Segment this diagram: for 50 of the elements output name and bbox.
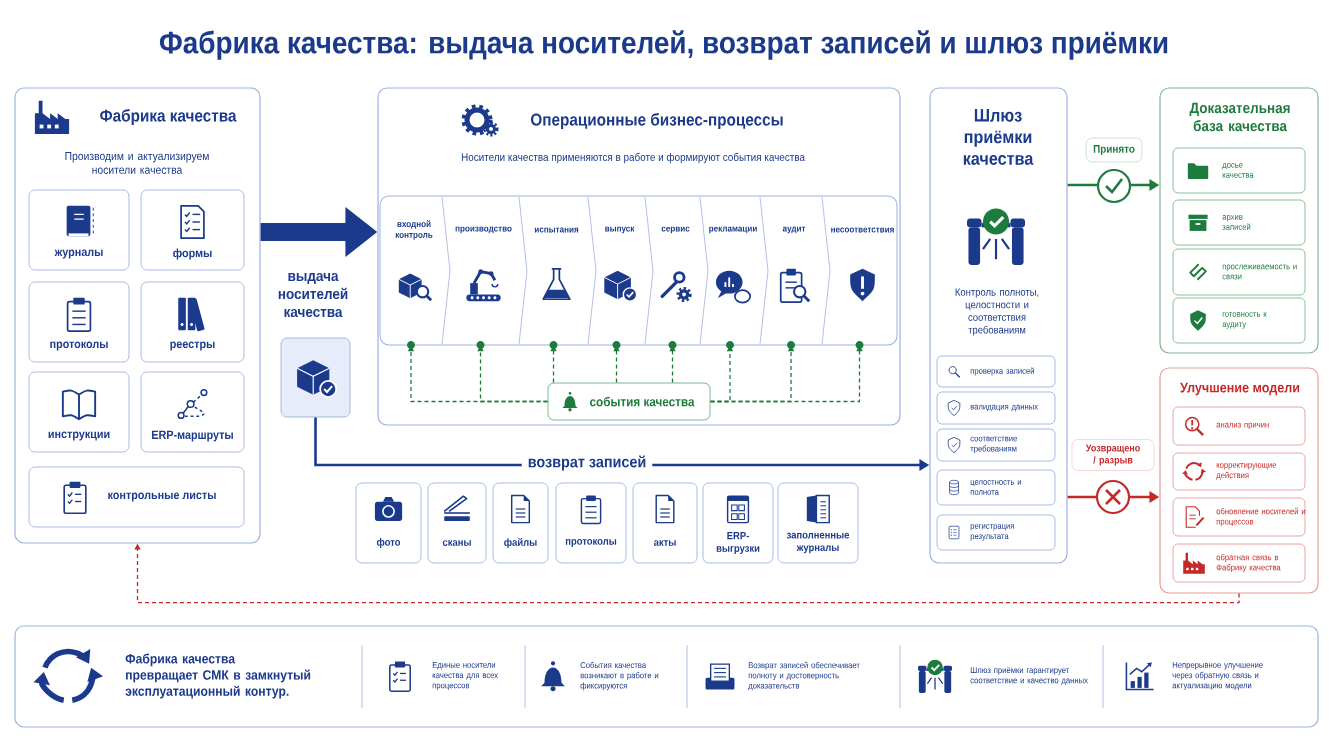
panel-title: Доказательная база качества: [1189, 102, 1290, 132]
record-tile: протоколы: [555, 482, 627, 564]
record-tile: файлы: [492, 482, 549, 564]
item-tile: реестры: [140, 281, 245, 363]
item-tile: инструкции: [28, 371, 130, 453]
panel-title: Шлюз приёмки качества: [963, 109, 1034, 165]
panel-title: Фабрика качества: [100, 109, 237, 125]
record-tile: ERP-выгрузки: [702, 482, 774, 564]
edge-label: Уозвращено / разрыв: [1071, 439, 1155, 471]
item-tile: ERP-маршруты: [140, 371, 245, 453]
improvement-row: обновление носителей и процессов: [1172, 497, 1306, 537]
summary-panel: [14, 625, 1319, 728]
record-tile: заполненные журналы: [777, 482, 859, 564]
summary-note: Единые носители качества для всех процессов: [432, 662, 498, 690]
evidence-row: досье качества: [1172, 147, 1306, 194]
record-tile: сканы: [427, 482, 487, 564]
event-box: события качества: [547, 382, 711, 421]
summary-note: Шлюз приёмки гарантирует соответствие и качество данных: [970, 667, 1088, 685]
evidence-row: прослеживаемость и связи: [1172, 248, 1306, 296]
edge-label: Принято: [1085, 137, 1143, 163]
record-tile: фото: [355, 482, 422, 564]
summary-note: Возврат записей обеспечивает полноту и достоверность доказательств: [748, 661, 860, 691]
record-tile: акты: [632, 482, 698, 564]
panel-subtitle: Производим и актуализируем носители качества: [65, 152, 209, 174]
panel: [377, 87, 901, 426]
item-tile: журналы: [28, 189, 130, 271]
panel-title: Операционные бизнес-процессы: [531, 113, 783, 129]
check-row: регистрация результата: [936, 514, 1056, 551]
item-tile: контрольные листы: [28, 466, 245, 528]
panel-title: Улучшение модели: [1180, 382, 1300, 396]
improvement-row: корректирующие действия: [1172, 452, 1306, 491]
panel-subtitle: Носители качества применяются в работе и формируют события качества: [461, 152, 805, 164]
item-tile: протоколы: [28, 281, 130, 363]
process-step: несоответствия: [831, 227, 894, 233]
check-row: проверка записей: [936, 355, 1056, 388]
evidence-row: архив записей: [1172, 199, 1306, 246]
edge-label: выдача носителей качества: [278, 272, 348, 318]
check-row: целостность и полнота: [936, 469, 1056, 506]
improvement-row: анализ причин: [1172, 406, 1306, 446]
panel-subtitle: Контроль полноты, целостности и соответствия требованиям: [955, 288, 1039, 336]
summary-text: Фабрика качества превращает СМК в замкнутый эксплуатационный контур.: [125, 653, 311, 699]
item-tile: формы: [140, 189, 245, 271]
summary-note: События качества возникают в работе и фиксируются: [580, 661, 659, 691]
check-row: валидация данных: [936, 391, 1056, 425]
evidence-row: готовность к аудиту: [1172, 297, 1306, 344]
improvement-row: обратная связь в Фабрику качества: [1172, 543, 1306, 583]
title: Фабрика качества: выдача носителей, возврат записей и шлюз приёмки: [159, 30, 1168, 60]
summary-note: Непрерывное улучшение через обратную связь и актуализацию модели: [1172, 662, 1263, 690]
check-row: соответствие требованиям: [936, 428, 1056, 462]
edge-label: возврат записей: [521, 453, 653, 473]
